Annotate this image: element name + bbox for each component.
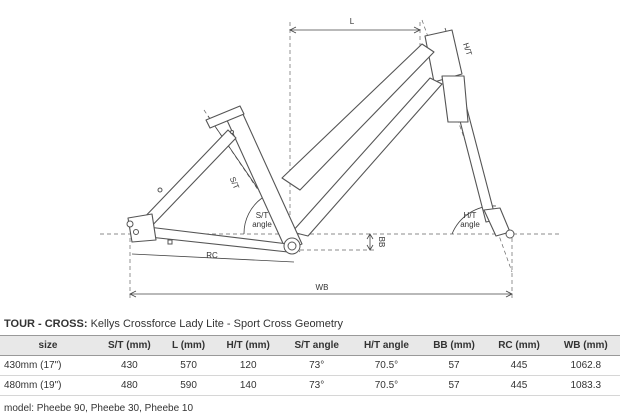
label-HT-angle-line1: H/T (464, 211, 477, 220)
header-cell: S/T (mm) (96, 335, 163, 356)
header-cell: H/T angle (351, 335, 422, 356)
table-cell: 73° (282, 375, 352, 396)
top-tube (281, 43, 435, 191)
table-cell: 1062.8 (551, 355, 620, 376)
bottle-mount-dot (230, 130, 234, 134)
rear-bolt (133, 229, 139, 235)
table-row: 480mm (19") 480 590 140 73° 70.5° 57 445… (0, 375, 620, 396)
down-tube (291, 77, 443, 237)
stay-mount-dot (157, 187, 163, 193)
label-ST-angle-line2: angle (252, 220, 272, 229)
table-cell: 70.5° (351, 375, 422, 396)
table-cell: 570 (162, 355, 215, 376)
table-cell: 430 (96, 355, 163, 376)
table-cell: 70.5° (351, 355, 422, 376)
geometry-title: TOUR - CROSS: Kellys Crossforce Lady Lit… (4, 318, 343, 330)
label-ST: S/T (228, 176, 241, 191)
rear-axle (126, 220, 134, 228)
label-HT: H/T (461, 42, 474, 57)
rear-dropout (127, 213, 157, 243)
header-cell: size (0, 335, 96, 356)
L-arrow-left (289, 26, 297, 34)
BB-arrow-top (366, 233, 374, 240)
table-header-row: size S/T (mm) L (mm) H/T (mm) S/T angle … (0, 335, 620, 356)
table-cell: 590 (162, 375, 215, 396)
seat-collar (205, 105, 245, 129)
front-axle (505, 229, 515, 239)
header-cell: H/T (mm) (214, 335, 283, 356)
title-brand: TOUR - CROSS: (4, 318, 88, 330)
label-HT-angle-line2: angle (460, 220, 480, 229)
label-L: L (350, 17, 355, 26)
BB-arrow-bottom (366, 244, 374, 251)
ST-angle-arc (243, 197, 263, 235)
WB-arrow-right (505, 290, 513, 298)
title-text: Kellys Crossforce Lady Lite - Sport Cros… (87, 318, 344, 330)
label-BB: BB (377, 237, 386, 248)
header-cell: BB (mm) (421, 335, 487, 356)
header-cell: S/T angle (282, 335, 352, 356)
label-RC: RC (206, 251, 218, 260)
table-cell: 445 (486, 355, 552, 376)
header-cell: RC (mm) (486, 335, 552, 356)
chain-stay (139, 225, 289, 253)
bottom-bracket-inner (287, 241, 297, 251)
table-cell: 57 (421, 355, 487, 376)
chainstay-mount (167, 239, 173, 245)
table-cell: 430mm (17") (0, 355, 96, 376)
frame-details (126, 130, 515, 255)
table-cell: 1083.3 (551, 375, 620, 396)
table-cell: 57 (421, 375, 487, 396)
table-cell: 140 (214, 375, 283, 396)
table-cell: 480 (96, 375, 163, 396)
geometry-table: size S/T (mm) L (mm) H/T (mm) S/T angle … (0, 335, 620, 396)
header-cell: L (mm) (162, 335, 215, 356)
table-row: 430mm (17") 430 570 120 73° 70.5° 57 445… (0, 355, 620, 376)
L-arrow-right (413, 26, 421, 34)
label-WB: WB (316, 283, 329, 292)
fork-crown (441, 75, 469, 123)
frame-geometry-diagram: L H/T S/T S/T angle H/T angle BB RC WB (100, 17, 560, 300)
table-cell: 445 (486, 375, 552, 396)
WB-arrow-left (129, 290, 137, 298)
bike-frame (127, 29, 511, 253)
table-cell: 73° (282, 355, 352, 376)
construction-lines (100, 19, 560, 300)
model-footnote: model: Pheebe 90, Pheebe 30, Pheebe 10 (4, 403, 194, 414)
label-ST-angle-line1: S/T (256, 211, 269, 220)
table-cell: 120 (214, 355, 283, 376)
header-cell: WB (mm) (551, 335, 620, 356)
head-tube (424, 29, 463, 83)
RC-dimension (131, 253, 295, 263)
table-cell: 480mm (19") (0, 375, 96, 396)
